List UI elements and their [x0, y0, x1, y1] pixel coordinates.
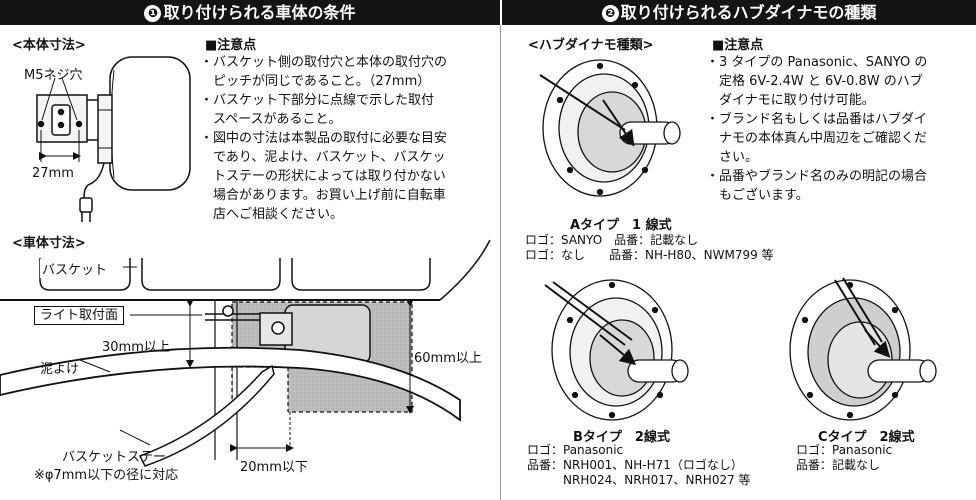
type-a-title: Aタイプ 1 線式: [570, 218, 672, 233]
type-a-line-2: ロゴ：なし 品番：NH-H80、NWM799 等: [525, 248, 774, 262]
basket-stay-label: バスケットステー: [62, 450, 167, 465]
type-c-title: Cタイプ 2線式: [818, 430, 915, 445]
type-c-line-2: 品番：記載なし: [796, 458, 881, 472]
m5-screw-hole-label: M5ネジ穴: [24, 68, 83, 83]
left-section-title: 取り付けられる車体の条件: [163, 3, 356, 22]
mount-surface-label: ライト取付面: [34, 306, 125, 325]
body-size-label: <本体寸法>: [12, 38, 86, 53]
right-note-line: ・品番やブランド名のみの明記の場合: [706, 169, 928, 184]
right-notes-list: ・3 タイプの Panasonic、SANYO の 定格 6V-2.4W と 6…: [706, 53, 927, 205]
hub-dynamo-c-drawing: [789, 277, 937, 421]
right-note-line: ・ブランド名もしくは品番はハブダイ: [706, 112, 928, 127]
pitch-27mm-label: 27mm: [32, 166, 74, 181]
type-b-line-2: 品番：NRH001、NH-H71（ロゴなし）: [527, 458, 743, 472]
dim-20mm-label: 20mm以下: [240, 460, 308, 475]
left-note-line: であり、泥よけ、バスケット、バスケッ: [200, 150, 446, 165]
right-note-line: ナモの本体真ん中周辺をご確認くだ: [706, 131, 928, 146]
right-note-line: ダイナモに取り付け可能。: [706, 93, 875, 108]
section-number-1: ❶: [144, 5, 162, 22]
left-notes-list: ・バスケット側の取付穴と本体の取付穴の ピッチが同じであること。（27mm） ・…: [200, 53, 447, 224]
left-note-line: 店へご相談ください。: [200, 207, 344, 222]
left-note-line: トステーの形状によっては取り付かない: [200, 169, 446, 184]
vehicle-drawing: [0, 239, 491, 467]
right-note-line: さい。: [706, 150, 759, 165]
right-notes-heading: ■注意点: [712, 38, 764, 53]
left-note-line: ・バスケット側の取付穴と本体の取付穴の: [200, 55, 448, 70]
vehicle-size-label: <車体寸法>: [12, 236, 86, 251]
type-c-line-1: ロゴ：Panasonic: [796, 443, 893, 457]
left-note-line: ピッチが同じであること。（27mm）: [200, 74, 431, 89]
type-a-line-1: ロゴ：SANYO 品番：記載なし: [525, 233, 699, 247]
hub-dynamo-b-drawing: [544, 279, 689, 421]
basket-stay-note: ※φ7mm以下の径に対応: [34, 468, 179, 483]
right-note-line: もございます。: [706, 188, 809, 203]
dim-30mm-label: 30mm以上: [102, 340, 170, 355]
dim-60mm-label: 60mm以上: [414, 351, 482, 366]
right-note-line: 定格 6V-2.4W と 6V-0.8W のハブ: [706, 74, 923, 89]
basket-label: バスケット: [40, 259, 110, 278]
fender-label: 泥よけ: [40, 362, 80, 377]
right-note-line: ・3 タイプの Panasonic、SANYO の: [706, 55, 928, 70]
type-b-title: Bタイプ 2線式: [573, 430, 670, 445]
left-notes-heading: ■注意点: [205, 38, 257, 53]
hub-dynamo-a-drawing: [539, 59, 681, 197]
light-body-drawing: [36, 56, 191, 222]
left-note-line: スペースがあること。: [200, 112, 342, 127]
section-divider: [500, 25, 501, 500]
title-divider: [500, 0, 502, 25]
type-b-line-1: ロゴ：Panasonic: [527, 443, 624, 457]
left-note-line: ・図中の寸法は本製品の取付に必要な目安: [200, 131, 448, 146]
left-note-line: ・バスケット下部分に点線で示した取付: [200, 93, 435, 108]
section-number-2: ❷: [601, 5, 619, 22]
hub-types-label: <ハブダイナモ種類>: [528, 38, 654, 53]
left-note-line: 場合があります。お買い上げ前に自転車: [200, 188, 446, 203]
type-b-line-3: NRH024、NRH017、NRH027 等: [527, 473, 751, 487]
right-section-title: 取り付けられるハブダイナモの種類: [620, 3, 877, 22]
